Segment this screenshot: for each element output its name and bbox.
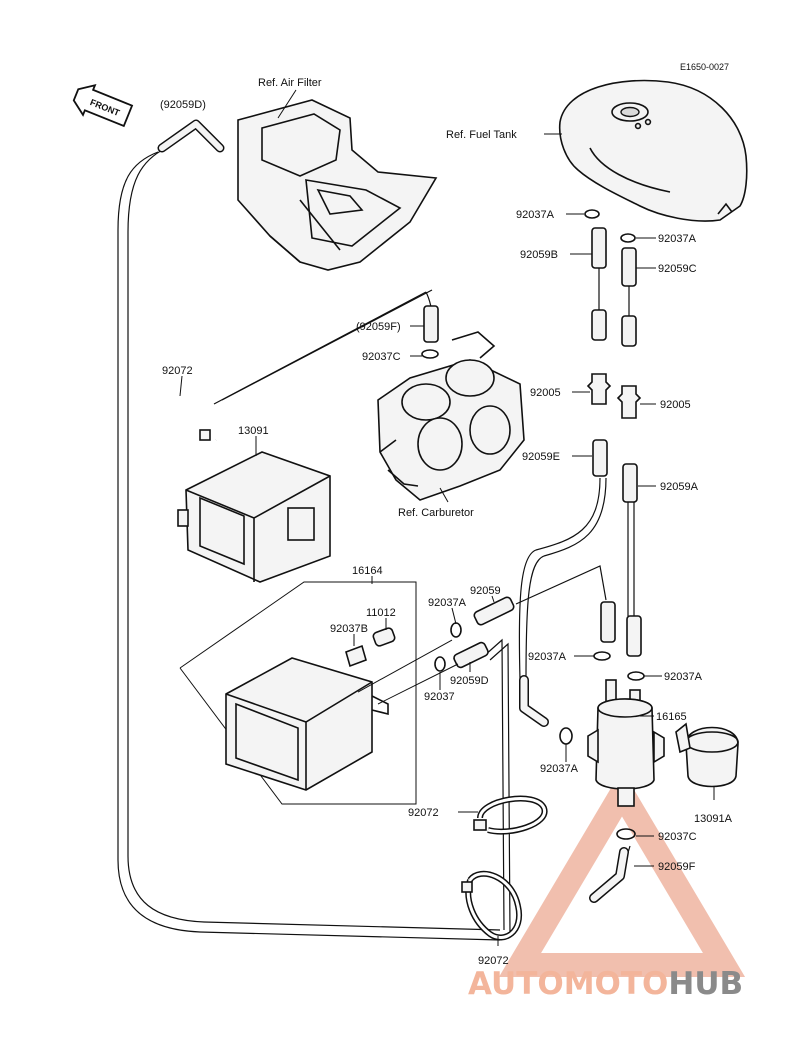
- label-92037A-3: 92037A: [428, 597, 467, 609]
- label-92059F: 92059F: [658, 861, 696, 873]
- label-92059: 92059: [470, 585, 501, 597]
- label-92059F-top: (92059F): [356, 321, 401, 333]
- label-92059D-top: (92059D): [160, 99, 206, 111]
- diagram-code: E1650-0027: [680, 62, 729, 72]
- label-13091: 13091: [238, 425, 269, 437]
- fuel-pump-16165: [587, 679, 665, 807]
- watermark-triangle: [498, 769, 746, 977]
- label-92059A: 92059A: [660, 481, 699, 493]
- hose-92059F-top: [423, 305, 439, 343]
- leader-lines: [179, 89, 715, 946]
- label-16165: 16165: [656, 711, 687, 723]
- label-92059E: 92059E: [522, 451, 560, 463]
- front-arrow-icon: FRONT: [72, 83, 134, 128]
- label-92059D: 92059D: [450, 675, 489, 687]
- label-92059B: 92059B: [520, 249, 558, 261]
- label-92037C-top: 92037C: [362, 351, 401, 363]
- watermark-part2: HUB: [668, 966, 743, 1002]
- hoses-92059E-92059A: [592, 439, 642, 657]
- hose-92059D-top: [157, 119, 225, 153]
- label-ref-carburetor: Ref. Carburetor: [398, 507, 474, 519]
- fuel-tank: [558, 79, 748, 222]
- label-92037A-6: 92037A: [540, 763, 579, 775]
- clamp-band-92072-bottom: [461, 870, 523, 941]
- label-92037C: 92037C: [658, 831, 697, 843]
- label-92037: 92037: [424, 691, 455, 703]
- bracket-13091A: [675, 722, 739, 788]
- label-92005-right: 92005: [660, 399, 691, 411]
- air-filter-housing: [237, 99, 438, 271]
- label-92037A-4: 92037A: [528, 651, 567, 663]
- label-92037A-2: 92037A: [658, 233, 697, 245]
- watermark-text: AUTOMOTOHUB: [468, 966, 743, 1002]
- hoses-tank-outlets: [591, 227, 637, 347]
- elbow-hose-92037A: [519, 675, 549, 727]
- label-92037B: 92037B: [330, 623, 368, 635]
- label-ref-fuel-tank: Ref. Fuel Tank: [446, 129, 517, 141]
- label-92072-top: 92072: [162, 365, 193, 377]
- label-92059C: 92059C: [658, 263, 697, 275]
- label-ref-air-filter: Ref. Air Filter: [258, 77, 322, 89]
- label-13091A: 13091A: [694, 813, 733, 825]
- label-16164: 16164: [352, 565, 383, 577]
- clamp-band-92072-top: [157, 392, 217, 448]
- label-92037A-1: 92037A: [516, 209, 555, 221]
- hoses-92059-92059D: [357, 596, 515, 705]
- fittings-92005: [586, 373, 642, 419]
- carburetor-assembly: [377, 331, 525, 501]
- canister-group-16164: [179, 581, 417, 805]
- label-92005-left: 92005: [530, 387, 561, 399]
- clamp-band-92072-mid: [473, 795, 548, 835]
- label-92072-bottom: 92072: [478, 955, 509, 967]
- watermark-part1: AUTOMOTO: [468, 966, 668, 1002]
- label-92037A-5: 92037A: [664, 671, 703, 683]
- bracket-13091: [177, 451, 331, 583]
- label-11012: 11012: [366, 607, 396, 619]
- label-92072-mid: 92072: [408, 807, 439, 819]
- hose-92059F-bottom: [589, 847, 629, 903]
